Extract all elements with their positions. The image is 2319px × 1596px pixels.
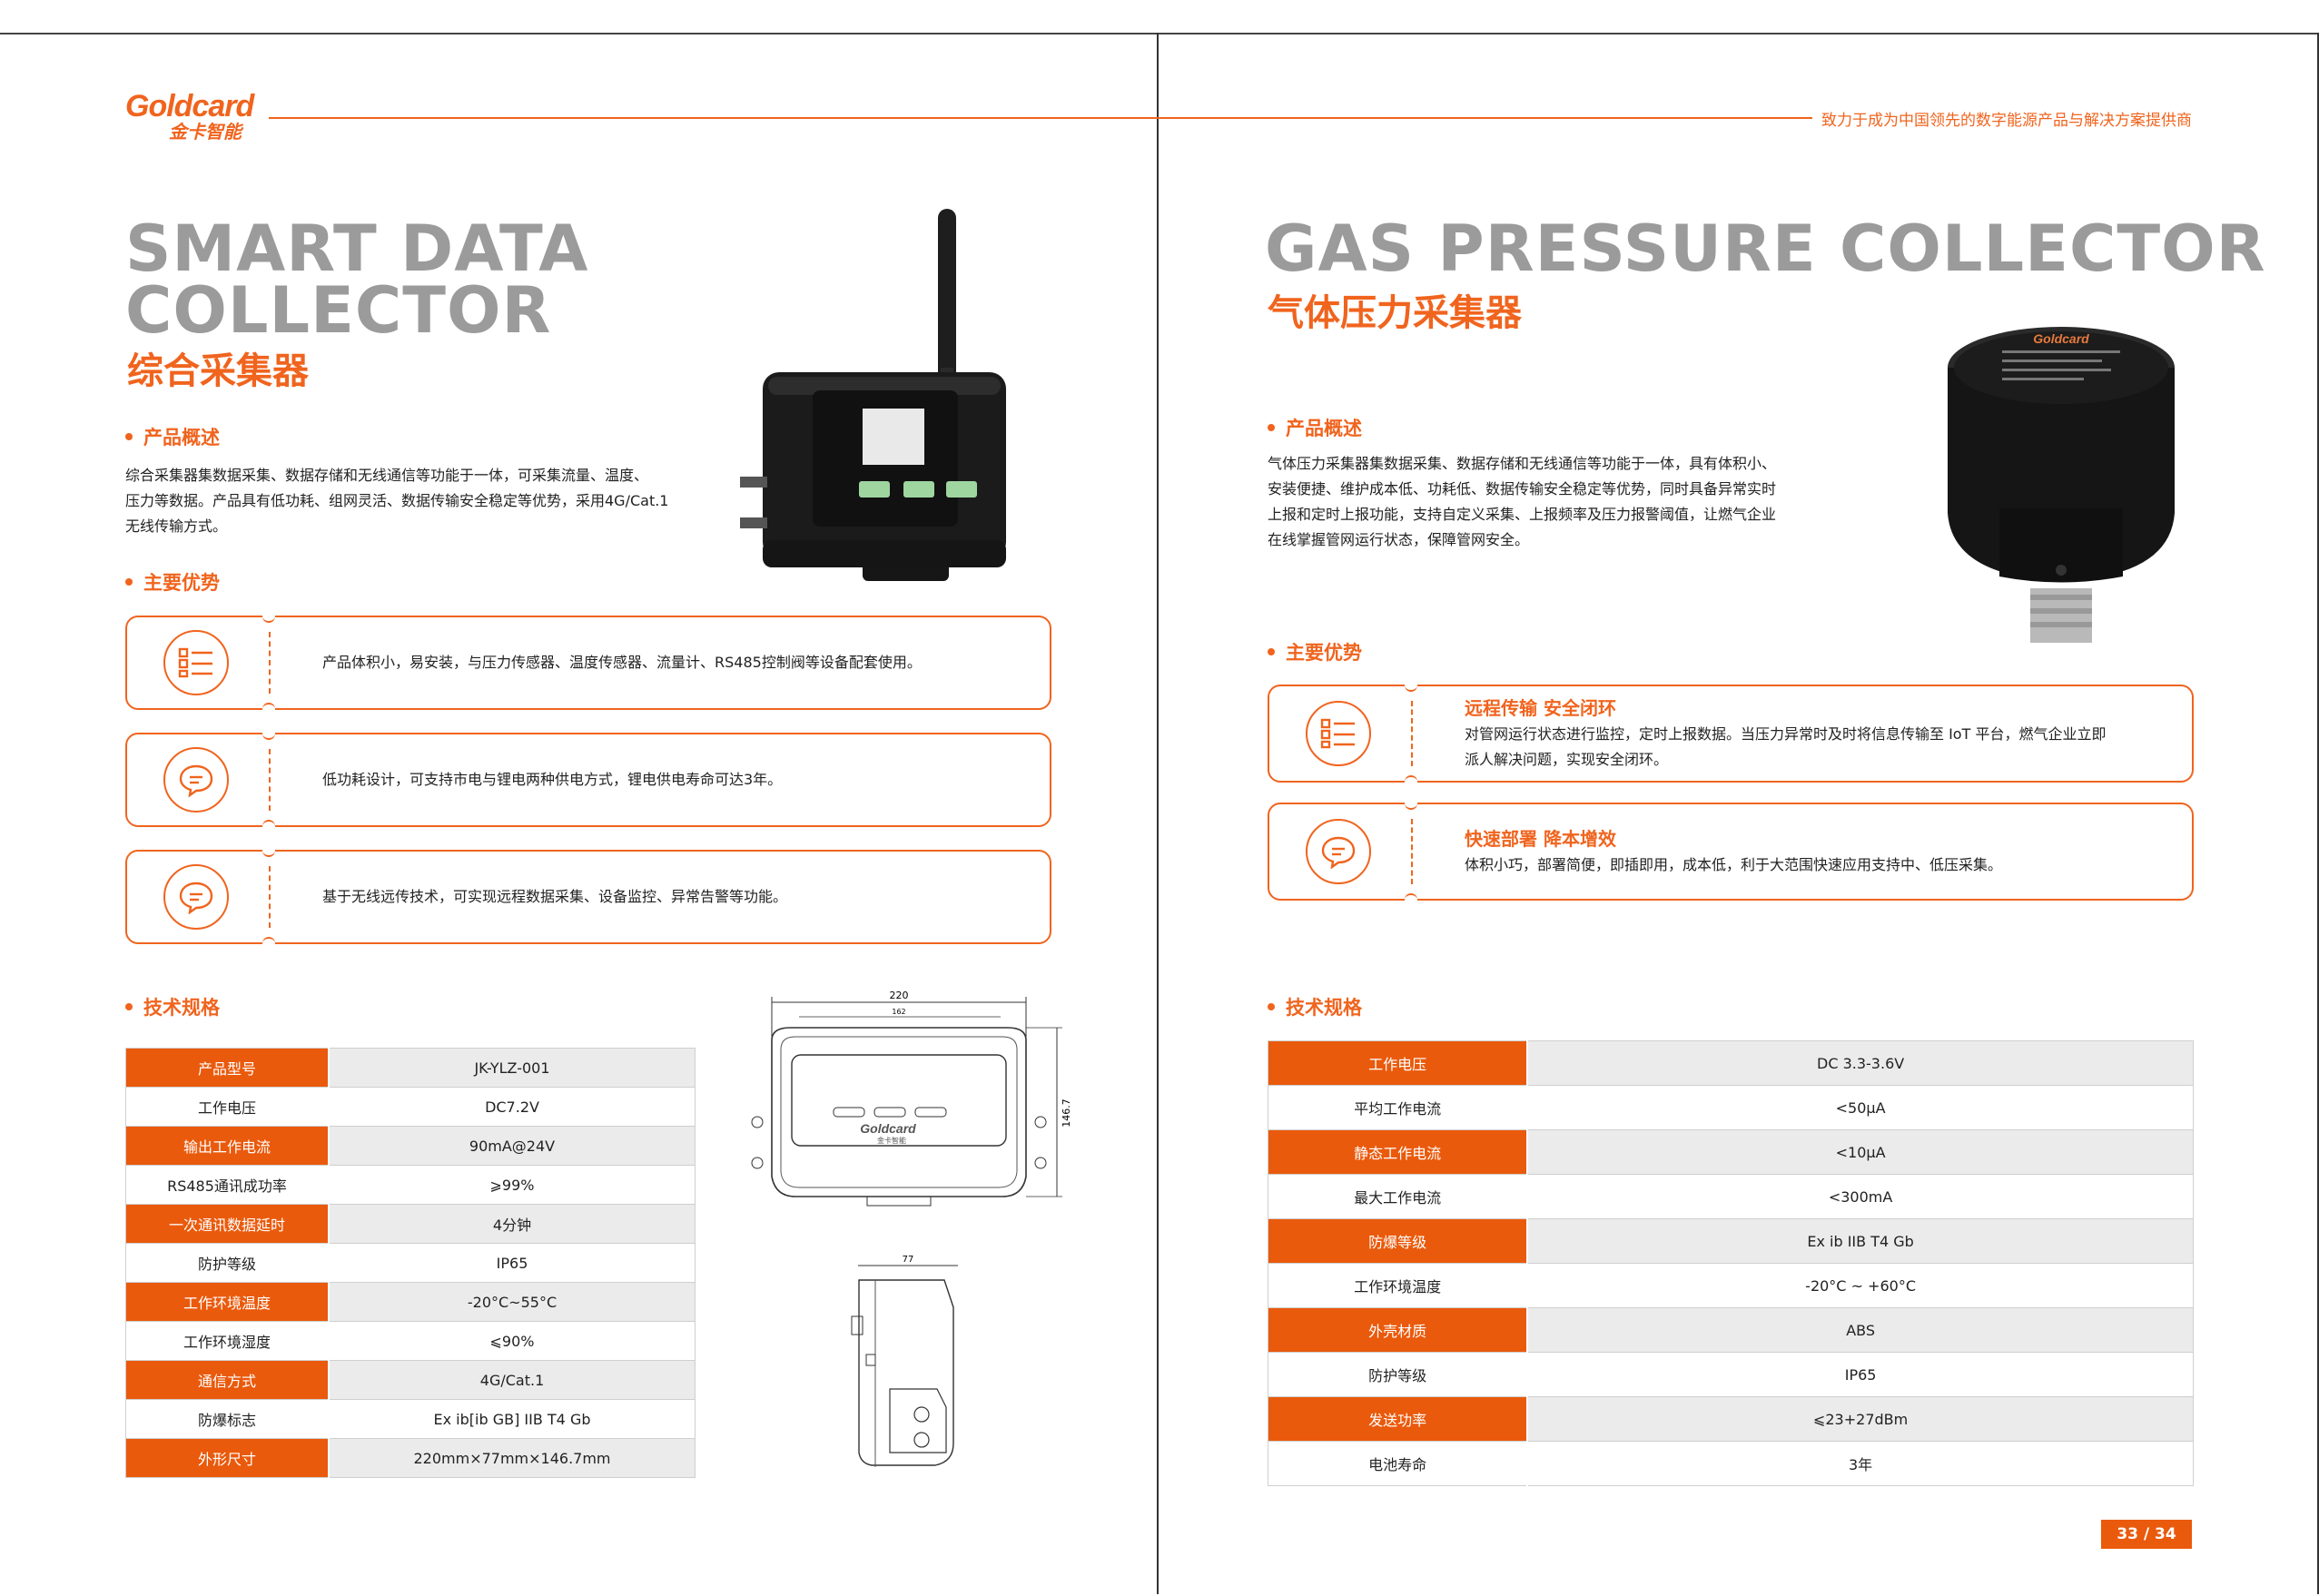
table-row: 发送功率⩽23+27dBm [1268,1396,2194,1442]
table-row: 工作环境湿度⩽90% [125,1321,696,1361]
table-row: 平均工作电流<50μA [1268,1085,2194,1130]
table-row: 最大工作电流<300mA [1268,1174,2194,1219]
left-advantage-card-1: 产品体积小，易安装，与压力传感器、温度传感器、流量计、RS485控制阀等设备配套… [125,612,1051,714]
page-spine [1157,33,1159,1594]
side-view-drawing: 77 [851,1255,958,1467]
table-row: RS485通讯成功率⩾99% [125,1165,696,1205]
left-advantage-text-3: 基于无线远传技术，可实现远程数据采集、设备监控、异常告警等功能。 [322,888,788,905]
table-row: 静态工作电流<10μA [1268,1129,2194,1175]
left-title-en-line2: COLLECTOR [125,273,552,348]
right-title-cn: 气体压力采集器 [1268,292,1522,334]
right-advantages-heading: 主要优势 [1268,638,1362,665]
right-edge [2317,33,2319,1594]
logo-text-en: Goldcard [125,89,254,123]
right-advantage-text-2: 快速部署 降本增效 体积小巧，部署简便，即插即用，成本低，利于大范围快速应用支持… [1465,828,2003,873]
left-advantage-text-2: 低功耗设计，可支持市电与锂电两种供电方式，锂电供电寿命可达3年。 [322,771,783,788]
chat-bubble-icon [163,747,229,813]
left-advantage-card-3: 基于无线远传技术，可实现远程数据采集、设备监控、异常告警等功能。 [125,846,1051,948]
page-number: 33 / 34 [2101,1520,2192,1549]
chat-bubble-icon [163,864,229,930]
right-advantage-card-1: 远程传输 安全闭环 对管网运行状态进行监控，定时上报数据。当压力异常时及时将信息… [1268,681,2194,786]
header-rule [269,117,1812,119]
page-frame [0,33,2319,1596]
depth-dimension-label: 77 [903,1255,914,1265]
right-overview-text: 气体压力采集器集数据采集、数据存储和无线通信等功能于一体，具有体积小、 安装便捷… [1268,455,1777,548]
list-icon [1306,701,1371,766]
device-brand-text: Goldcard [2033,331,2089,346]
right-title-en: GAS PRESSURE COLLECTOR [1265,212,2266,286]
goldcard-logo: Goldcard 金卡智能 [125,89,254,143]
left-overview-text: 综合采集器集数据采集、数据存储和无线通信等功能于一体，可采集流量、温度、 压力等… [125,467,669,535]
drawing-brand-cn-text: 金卡智能 [877,1136,906,1145]
right-advantage-card-2: 快速部署 降本增效 体积小巧，部署简便，即插即用，成本低，利于大范围快速应用支持… [1268,799,2194,904]
inner-width-dimension-label: 162 [892,1008,905,1016]
header-slogan: 致力于成为中国领先的数字能源产品与解决方案提供商 [1821,112,2192,130]
left-advantage-card-2: 低功耗设计，可支持市电与锂电两种供电方式，锂电供电寿命可达3年。 [125,729,1051,831]
chat-bubble-icon [1306,819,1371,884]
width-dimension-label: 220 [890,990,909,1001]
left-overview-heading: 产品概述 [125,423,220,450]
table-row: 工作环境温度-20°C~55°C [125,1282,696,1322]
drawing-brand-text: Goldcard [860,1121,916,1136]
left-spec-heading: 技术规格 [125,993,220,1020]
gas-pressure-collector-image: Goldcard [1948,327,2175,643]
right-overview-heading: 产品概述 [1268,414,1362,441]
left-advantage-text-1: 产品体积小，易安装，与压力传感器、温度传感器、流量计、RS485控制阀等设备配套… [322,654,922,671]
logo-text-cn: 金卡智能 [169,121,242,143]
smart-data-collector-image [740,209,1006,581]
height-dimension-label: 146.7 [1061,1098,1072,1128]
left-advantages-heading: 主要优势 [125,568,220,596]
table-row: 工作环境温度-20°C ~ +60°C [1268,1263,2194,1308]
front-view-drawing: 220 162 Goldcard 金卡智能 146.7 [751,990,1072,1207]
right-advantage-text-1: 远程传输 安全闭环 对管网运行状态进行监控，定时上报数据。当压力异常时及时将信息… [1465,697,2107,768]
left-title-cn: 综合采集器 [127,350,309,392]
list-icon [163,630,229,695]
left-title-en-line1: SMART DATA [125,212,589,286]
right-spec-heading: 技术规格 [1268,993,1362,1020]
